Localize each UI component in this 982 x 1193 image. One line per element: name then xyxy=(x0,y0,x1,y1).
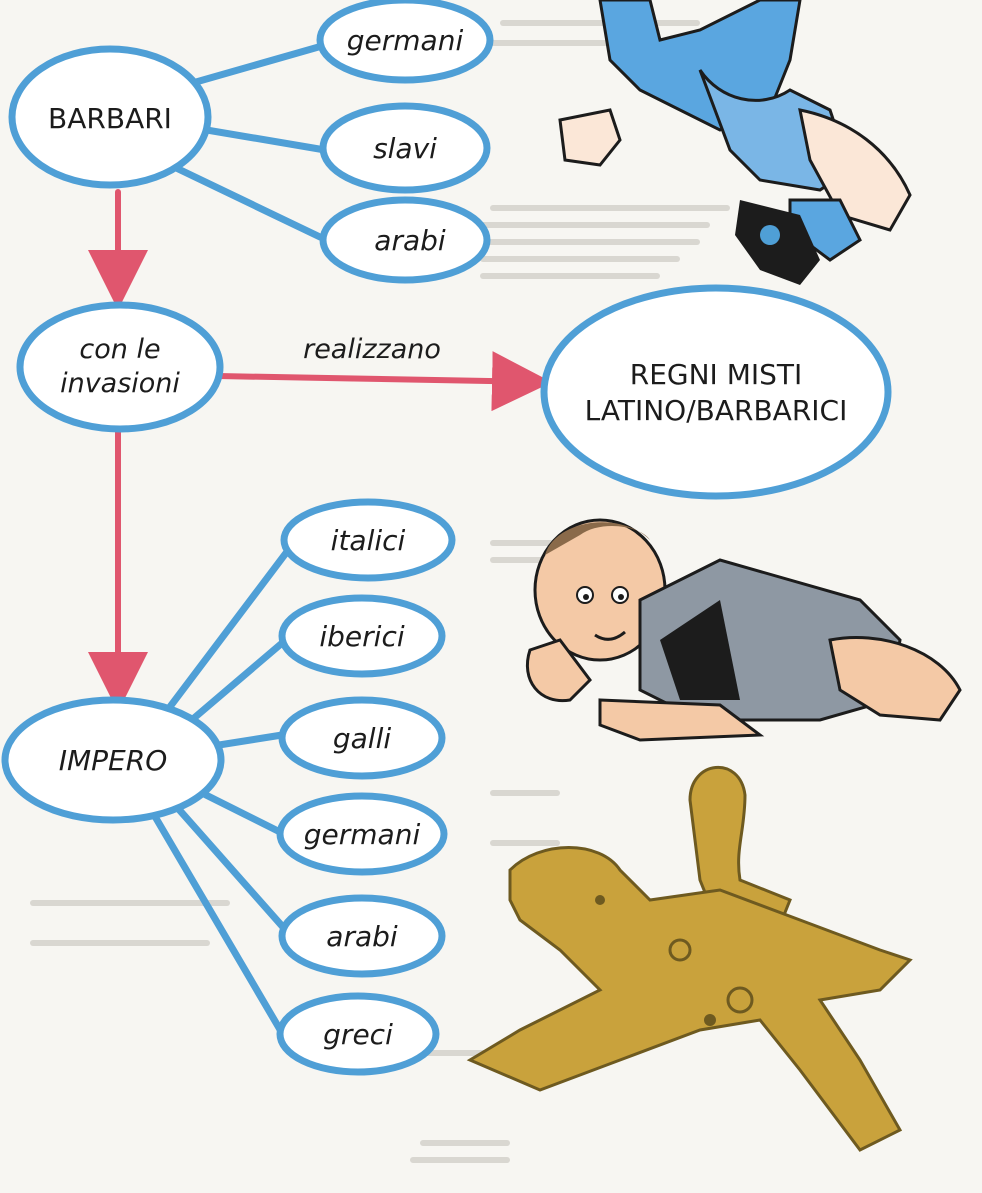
regni-label-line1: REGNI MISTI xyxy=(630,358,803,391)
node-impero-italici: italici xyxy=(284,502,452,578)
node-invasioni: con le invasioni xyxy=(20,305,220,429)
node-regni-misti: REGNI MISTI LATINO/BARBARICI xyxy=(544,288,888,496)
connector-impero-iberici xyxy=(180,638,288,730)
node-impero-greci: greci xyxy=(280,996,436,1072)
horse-rider-artifact xyxy=(470,767,910,1150)
barbari-child-label: slavi xyxy=(373,132,437,165)
node-barbari-germani: germani xyxy=(320,0,490,80)
node-impero-galli: galli xyxy=(282,700,442,776)
node-impero-arabi: arabi xyxy=(282,898,442,974)
impero-label: IMPERO xyxy=(59,744,168,777)
node-impero-iberici: iberici xyxy=(282,598,442,674)
connector-impero-germani xyxy=(200,792,282,833)
invasioni-label-line1: con le xyxy=(79,334,160,365)
node-barbari-slavi: slavi xyxy=(323,106,487,190)
node-impero-germani: germani xyxy=(280,796,444,872)
lying-boy-illustration xyxy=(527,520,960,740)
impero-child-label: italici xyxy=(331,524,406,557)
arrow-invasioni-to-regni xyxy=(218,376,540,382)
impero-child-label: iberici xyxy=(319,620,404,653)
impero-child-label: galli xyxy=(333,722,391,755)
impero-child-label: germani xyxy=(304,818,421,851)
invasioni-label-line2: invasioni xyxy=(60,368,180,399)
node-barbari: BARBARI xyxy=(12,49,208,185)
regni-label-line2: LATINO/BARBARICI xyxy=(585,394,848,427)
impero-child-label: arabi xyxy=(326,920,398,953)
connector-barbari-slavi xyxy=(195,128,325,150)
node-barbari-arabi: arabi xyxy=(323,200,487,280)
node-impero: IMPERO xyxy=(5,700,221,820)
barbari-child-label: germani xyxy=(347,24,464,57)
barbari-child-label: arabi xyxy=(374,224,446,257)
connector-barbari-arabi xyxy=(170,165,320,237)
connector-impero-greci xyxy=(150,808,282,1033)
barbari-label: BARBARI xyxy=(48,102,172,135)
impero-child-label: greci xyxy=(323,1018,393,1051)
edge-label-realizzano: realizzano xyxy=(303,334,441,365)
